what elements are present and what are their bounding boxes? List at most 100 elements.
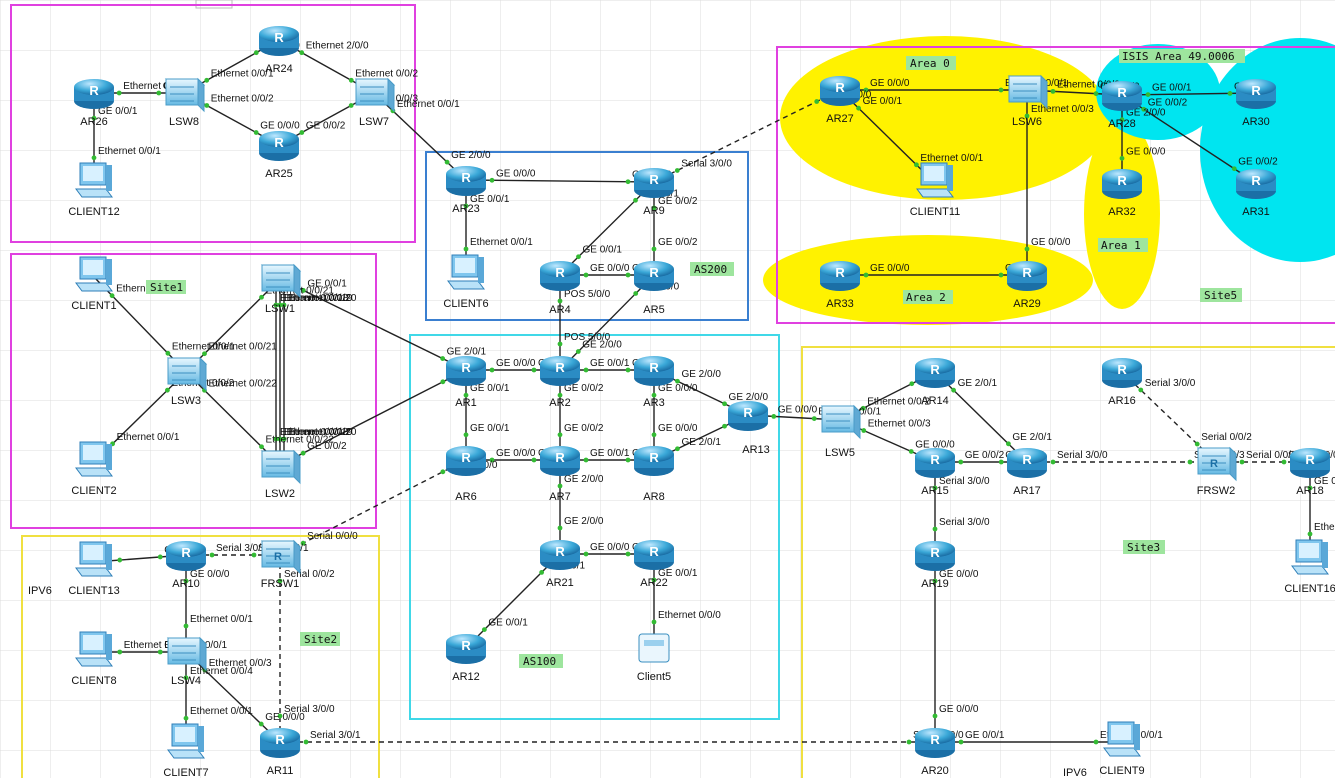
port-dot [1281, 459, 1287, 465]
device-client16-pc-icon[interactable]: CLIENT16 [1284, 539, 1335, 595]
device-lsw7-switch-icon[interactable]: LSW7 [354, 77, 396, 128]
port-label: GE 0/0/0 [778, 404, 818, 415]
link-lsw4-ar11[interactable] [185, 651, 281, 743]
device-lsw6-switch-icon[interactable]: LSW6 [1007, 74, 1049, 128]
device-lsw8-switch-icon[interactable]: LSW8 [164, 77, 206, 128]
device-label: AR32 [1108, 206, 1136, 218]
link-ar27-client11[interactable] [839, 89, 936, 184]
port-dot [583, 367, 589, 373]
device-client11-pc-icon[interactable]: CLIENT11 [910, 162, 961, 218]
svg-text:R: R [461, 360, 471, 375]
link-lsw1-ar1[interactable] [279, 278, 467, 371]
tag-site5-text: Site5 [1204, 289, 1237, 302]
link-ar9-ar27[interactable] [653, 89, 841, 183]
device-client9-pc-icon[interactable]: CLIENT9 [1099, 721, 1145, 777]
link-ar6-frsw1[interactable] [279, 459, 467, 556]
device-client1-pc-icon[interactable]: CLIENT1 [71, 256, 117, 312]
port-dot [117, 557, 123, 563]
device-label: Client5 [637, 671, 671, 683]
link-ar16-frsw2[interactable] [1121, 371, 1217, 463]
device-lsw3-switch-icon[interactable]: LSW3 [166, 356, 208, 407]
device-client7-pc-icon[interactable]: CLIENT7 [163, 723, 209, 778]
port-label: Ethernet 0/0/1 [920, 153, 983, 164]
svg-text:R: R [649, 172, 659, 187]
link-lsw2-ar1[interactable] [279, 369, 467, 466]
port-dot [651, 432, 657, 438]
device-client12-pc-icon[interactable]: CLIENT12 [68, 162, 120, 218]
link-ar23-ar9[interactable] [465, 179, 655, 183]
link-client1-lsw3[interactable] [93, 276, 187, 373]
port-label: GE 0/0/1 [590, 448, 630, 459]
device-client6-pc-icon[interactable]: CLIENT6 [443, 254, 489, 310]
device-client2-pc-icon[interactable]: CLIENT2 [71, 441, 117, 497]
link-ar14-ar17[interactable] [934, 371, 1028, 463]
device-lsw4-switch-icon[interactable]: LSW4 [166, 636, 208, 687]
area2-ellipse [763, 235, 1093, 325]
link-lsw3-lsw1[interactable] [185, 278, 281, 373]
port-dot [299, 50, 305, 56]
tag-area2-text: Area 2 [906, 291, 946, 304]
tag-area0-text: Area 0 [910, 57, 950, 70]
link-ar5-ar2[interactable] [559, 274, 655, 371]
port-dot [998, 459, 1004, 465]
link-ar9-ar4[interactable] [559, 181, 655, 276]
port-dot [1239, 459, 1245, 465]
device-lsw2-switch-icon[interactable]: LSW2 [260, 449, 302, 500]
link-lsw7-ar23[interactable] [373, 92, 467, 181]
tag-site2: Site2 [300, 632, 340, 646]
port-label: GE 2/0/1 [681, 437, 721, 448]
port-label: GE 2/0/0 [1126, 108, 1166, 119]
port-dot [583, 272, 589, 278]
site1-box [10, 253, 377, 529]
device-lsw1-switch-icon[interactable]: LSW1 [260, 263, 302, 315]
link-lsw3-lsw2[interactable] [185, 371, 281, 466]
device-lsw5-switch-icon[interactable]: LSW5 [820, 404, 862, 459]
port-label: GE 0/0/0 [190, 569, 230, 580]
port-dot [557, 525, 563, 531]
device-client8-pc-icon[interactable]: CLIENT8 [71, 631, 117, 687]
port-label: Ethernet 0/0/1 [470, 237, 533, 248]
port-label: GE 0/0/0 [658, 383, 698, 394]
device-client5-server-icon[interactable]: Client5 [637, 633, 671, 683]
port-dot [651, 619, 657, 625]
link-ar21-ar12[interactable] [465, 553, 561, 649]
link-ar28-ar30[interactable] [1121, 92, 1257, 96]
device-client13-pc-icon[interactable]: CLIENT13 [68, 541, 120, 597]
